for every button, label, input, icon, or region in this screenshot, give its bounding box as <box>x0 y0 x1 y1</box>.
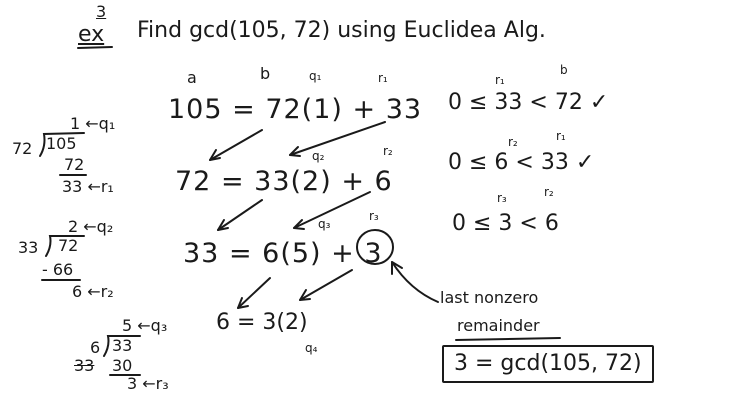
annotation-arrow <box>391 261 439 303</box>
annotation-arrow-head <box>391 261 403 275</box>
division-2-bracket <box>45 235 85 257</box>
equation-3-r: r₃ <box>369 209 379 223</box>
annotation-underline <box>455 337 561 341</box>
division-1-quotient: 1 ←q₁ <box>70 114 116 133</box>
arrow-33b-down <box>217 199 263 231</box>
division-3-scratch: 33 <box>74 356 95 375</box>
equation-2-q: q₂ <box>312 149 325 163</box>
check-1-b: b <box>560 63 568 77</box>
arrow-33b-down-head <box>217 219 229 231</box>
division-3-subtract: 30 <box>112 356 133 375</box>
ex-number: 3 <box>96 2 107 21</box>
annotation-line-2: remainder <box>457 316 540 335</box>
equation-4-q: q₄ <box>305 341 318 355</box>
arrow-6-down <box>293 191 371 229</box>
division-1-bracket <box>39 132 85 157</box>
division-1-divisor: 72 <box>12 139 33 158</box>
equation-3-q: q₃ <box>318 217 331 231</box>
division-3-divisor: 6 <box>90 338 101 357</box>
division-3-dividend: 33 <box>112 336 133 355</box>
arrow-3-down <box>299 269 353 301</box>
arrow-6b-down-head <box>237 297 249 309</box>
arrow-33-down <box>289 121 386 156</box>
check-3: 0 ≤ 3 < 6 <box>452 211 559 236</box>
label-q1: q₁ <box>309 69 322 83</box>
division-2-remainder: 6 ←r₂ <box>72 282 114 301</box>
equation-3: 33 = 6(5) + 3 <box>183 238 383 269</box>
page-title: Find gcd(105, 72) using Euclidea Alg. <box>137 18 546 43</box>
division-2-divisor: 33 <box>18 238 39 257</box>
label-r1: r₁ <box>378 71 388 85</box>
arrow-6-down-head <box>293 219 305 230</box>
division-3-remainder: 3 ←r₃ <box>127 374 169 393</box>
arrow-6b-down <box>237 277 271 309</box>
check-2: 0 ≤ 6 < 33 ✓ <box>448 150 595 175</box>
equation-2: 72 = 33(2) + 6 <box>175 166 393 197</box>
division-1-subtract: 72 <box>64 155 85 174</box>
arrow-33-down-head <box>289 146 301 157</box>
division-1-remainder: 33 ←r₁ <box>62 177 114 196</box>
label-a: a <box>187 68 197 87</box>
division-2-dividend: 72 <box>58 236 79 255</box>
result-box: 3 = gcd(105, 72) <box>442 345 654 383</box>
arrow-72-down-head <box>209 149 221 161</box>
check-1-r: r₁ <box>495 73 505 87</box>
equation-2-r: r₂ <box>383 144 393 158</box>
equation-1: 105 = 72(1) + 33 <box>168 94 423 125</box>
arrow-72-down <box>209 129 263 161</box>
check-1: 0 ≤ 33 < 72 ✓ <box>448 90 609 115</box>
check-2-r2: r₂ <box>508 135 518 149</box>
arrow-3-down-head <box>299 289 311 301</box>
division-2-quotient: 2 ←q₂ <box>68 217 114 236</box>
label-b: b <box>260 64 271 83</box>
check-3-r3: r₃ <box>497 191 507 205</box>
annotation-line-1: last nonzero <box>440 288 539 307</box>
division-3-bracket <box>103 335 141 357</box>
check-2-r1: r₁ <box>556 129 566 143</box>
equation-4: 6 = 3(2) <box>216 310 308 335</box>
division-3-quotient: 5 ←q₃ <box>122 316 168 335</box>
remainder-circle <box>356 229 394 265</box>
title-underline <box>77 46 113 49</box>
division-1-dividend: 105 <box>46 134 77 153</box>
check-3-r2: r₂ <box>544 185 554 199</box>
ex-label: ex <box>78 22 105 47</box>
division-2-subtract: - 66 <box>42 260 74 279</box>
